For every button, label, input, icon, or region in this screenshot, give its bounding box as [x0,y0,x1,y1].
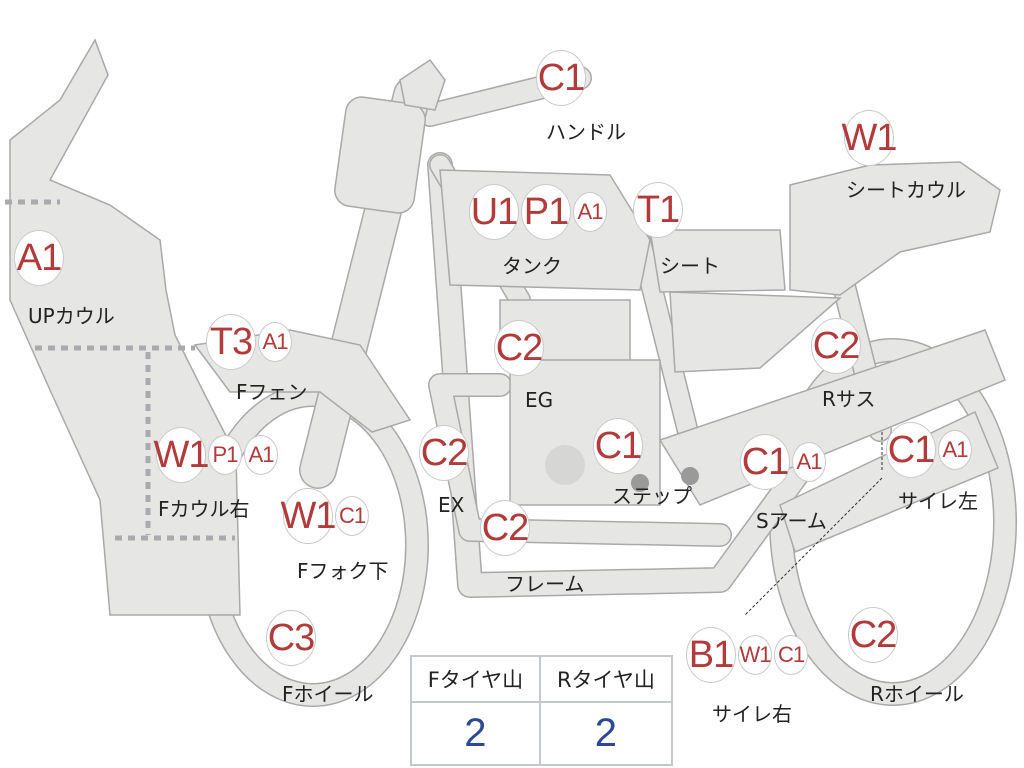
part-engine[interactable]: C2 [494,320,544,376]
tire-tread-table: Fタイヤ山 Rタイヤ山 2 2 [410,655,674,766]
leader-line [744,432,883,616]
part-label-exhaust: EX [438,493,465,517]
part-seat-cowl[interactable]: W1 [842,110,898,166]
part-swingarm[interactable]: C1 A1 [740,434,826,490]
part-frame[interactable]: C2 [480,500,530,556]
part-label-seat-cowl: シートカウル [846,178,966,202]
part-f-fender[interactable]: T3 A1 [206,314,292,370]
code-badge: A1 [258,322,292,362]
part-label-swingarm: Sアーム [756,509,827,533]
seat [649,229,786,293]
code-badge: C1 [740,434,790,490]
part-label-f-fork-lower: Fフォク下 [297,559,389,583]
part-label-f-fender: Fフェン [236,380,308,404]
code-badge: A1 [244,435,278,475]
part-label-f-cowl-right: Fカウル右 [158,497,250,521]
part-label-seat: シート [660,254,720,278]
code-badge: U1 [469,184,519,240]
code-badge: W1 [154,427,210,483]
part-label-f-wheel: Fホイール [282,682,374,706]
part-silencer-left[interactable]: C1 A1 [886,422,972,478]
part-label-r-sus: Rサス [822,387,876,411]
code-badge: C1 [536,50,586,106]
part-label-frame: フレーム [505,572,585,596]
part-f-cowl-right[interactable]: W1 P1 A1 [154,427,278,483]
part-label-up-cowl: UPカウル [28,304,115,328]
part-label-engine: EG [525,388,554,412]
cowl-dividers [5,199,235,541]
part-label-silencer-right: サイレ右 [712,702,792,726]
rear-fender [669,291,842,373]
code-badge: C1 [886,422,936,478]
code-badge: C2 [419,425,469,481]
part-seat[interactable]: T1 [633,182,683,238]
code-badge: T1 [633,182,683,238]
rear-wheel [769,338,1017,706]
code-badge: C1 [774,635,808,675]
step-peg [631,474,649,492]
step-peg [681,467,699,485]
part-step[interactable]: C1 [593,418,643,474]
part-f-wheel[interactable]: C3 [266,610,316,666]
rear-tire-header: Rタイヤ山 [538,655,674,703]
code-badge: B1 [686,627,736,683]
code-badge: C3 [266,610,316,666]
part-label-r-wheel: Rホイール [870,682,964,706]
code-badge: C2 [848,607,898,663]
part-silencer-right[interactable]: B1 W1 C1 [686,627,808,683]
code-badge: A1 [573,192,607,232]
rear-tire-value: 2 [538,701,674,766]
code-badge: P1 [521,184,571,240]
engine-cover [545,445,585,485]
code-badge: T3 [206,314,256,370]
code-badge: C2 [480,500,530,556]
headlight [334,96,426,214]
part-label-handle: ハンドル [546,120,626,144]
part-label-silencer-left: サイレ左 [898,489,978,513]
code-badge: W1 [842,110,898,166]
part-label-tank: タンク [502,254,562,278]
front-tire-value: 2 [410,701,541,766]
code-badge: A1 [14,230,64,286]
code-badge: C2 [811,318,861,374]
code-badge: W1 [281,488,337,544]
part-up-cowl[interactable]: A1 [14,230,64,286]
part-tank[interactable]: U1 P1 A1 [469,184,607,240]
code-badge: C1 [335,496,369,536]
seat-cowl [789,161,1001,296]
code-badge: P1 [208,435,242,475]
part-r-sus[interactable]: C2 [811,318,861,374]
code-badge: C1 [593,418,643,474]
part-r-wheel[interactable]: C2 [848,607,898,663]
mirror [399,58,446,111]
part-exhaust[interactable]: C2 [419,425,469,481]
code-badge: A1 [792,442,826,482]
part-f-fork-lower[interactable]: W1 C1 [281,488,369,544]
code-badge: A1 [938,430,972,470]
part-handle[interactable]: C1 [536,50,586,106]
code-badge: W1 [738,635,772,675]
code-badge: C2 [494,320,544,376]
front-tire-header: Fタイヤ山 [410,655,541,703]
part-label-step: ステップ [612,484,692,508]
